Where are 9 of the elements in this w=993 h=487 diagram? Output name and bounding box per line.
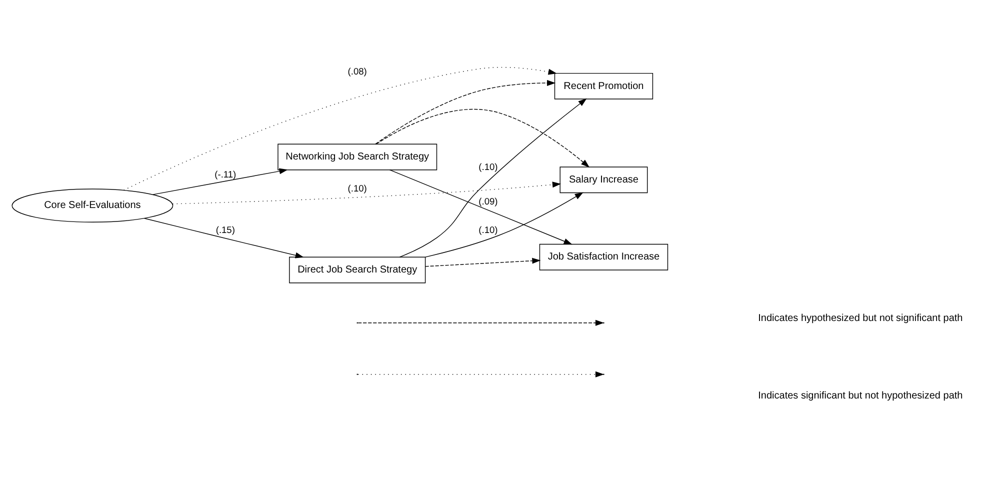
edge-label: (-.11) xyxy=(214,169,236,180)
edge-label: (.10) xyxy=(478,162,498,172)
legend-label: Indicates significant but not hypothesized path xyxy=(758,390,963,402)
edge-label: (.09) xyxy=(478,196,498,206)
edge-label: (.10) xyxy=(348,184,367,194)
edge-label: (.10) xyxy=(478,225,498,236)
edge-label: (.15) xyxy=(216,225,235,236)
edge-label: (.08) xyxy=(348,66,367,76)
legend-label: Indicates hypothesized but not significant path xyxy=(758,313,963,324)
